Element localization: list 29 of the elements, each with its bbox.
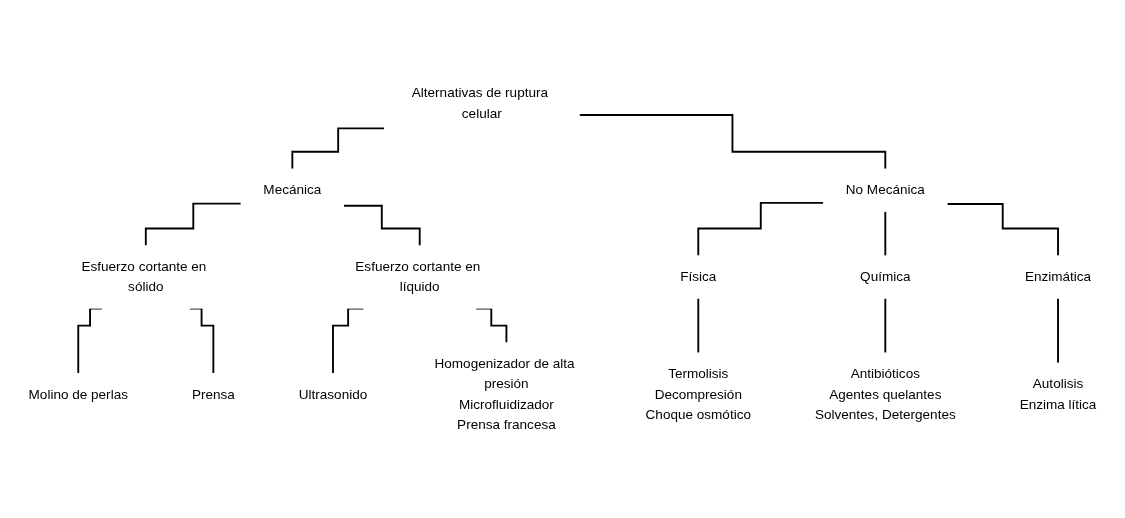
node-text: Termolisis Decompresión Choque osmótico	[645, 366, 751, 422]
node-text: Enzimática	[1024, 269, 1092, 285]
connector	[946, 203, 1059, 257]
connector	[697, 297, 700, 354]
node-text: Molino de perlas	[28, 386, 128, 402]
node-text: Física	[680, 269, 717, 285]
node-text: Mecánica	[263, 182, 322, 198]
node-text: Esfuerzo cortante en sólido	[81, 259, 207, 295]
connector	[884, 297, 887, 354]
connector	[1057, 297, 1059, 364]
node-text: Homogenizador de alta presión Microfluidizador Prensa francesa	[434, 356, 575, 433]
node-text: No Mecánica	[845, 182, 925, 198]
connector	[342, 204, 421, 247]
connector	[188, 307, 215, 374]
node-text: Autolisis Enzima lítica	[1019, 376, 1097, 412]
node-text: Esfuerzo cortante en líquido	[355, 259, 481, 295]
connector	[697, 201, 825, 257]
node-text: Antibióticos Agentes quelantes Solventes, Detergentes	[814, 366, 956, 422]
connector	[884, 210, 887, 257]
node-text: Química	[860, 269, 911, 285]
connector	[291, 127, 385, 170]
node-text: Alternativas de ruptura celular	[411, 85, 549, 121]
connector	[332, 307, 365, 374]
connector	[77, 307, 103, 374]
connector	[144, 202, 242, 247]
node-text: Prensa	[191, 386, 235, 402]
node-text: Ultrasonido	[298, 386, 368, 402]
connector	[578, 114, 887, 170]
connector	[475, 307, 508, 344]
